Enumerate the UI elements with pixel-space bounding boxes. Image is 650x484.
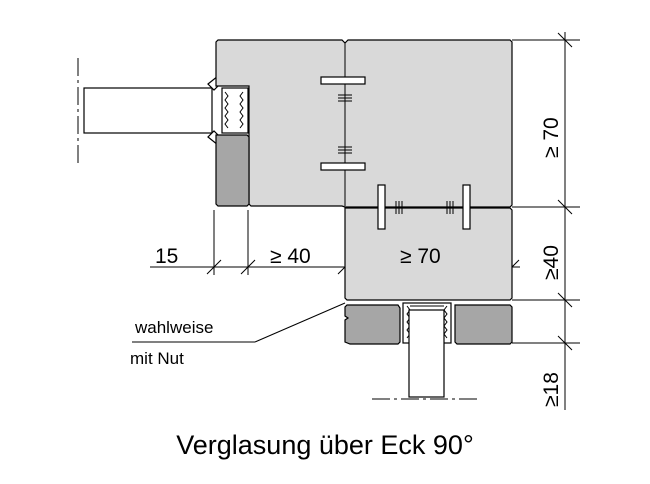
bottom-bead-right: [454, 304, 513, 345]
dim-min-70-vertical: ≥ 70: [540, 117, 563, 158]
dim-15: 15: [155, 245, 178, 268]
lower-frame-block: [344, 207, 513, 301]
joint-connectors-horizontal: [346, 184, 510, 230]
bottom-glass-pane: [402, 302, 452, 398]
diagram-caption: Verglasung über Eck 90°: [176, 430, 474, 460]
left-glazing-bead: [215, 134, 250, 207]
dim-min-40-vertical: ≥40: [540, 245, 563, 280]
dim-min-40-horizontal: ≥ 40: [270, 245, 311, 268]
note-line-1: wahlweise: [134, 318, 213, 337]
joint-connectors-vertical: [320, 76, 366, 171]
note-line-2: mit Nut: [130, 349, 184, 368]
upper-frame-block: [215, 39, 513, 208]
groove-note: wahlweise mit Nut: [130, 302, 346, 368]
left-glass-pane: [83, 75, 249, 146]
dim-min-18-vertical: ≥18: [540, 372, 563, 407]
bottom-bead-left: [344, 304, 401, 345]
dim-min-70-horizontal: ≥ 70: [400, 245, 441, 268]
